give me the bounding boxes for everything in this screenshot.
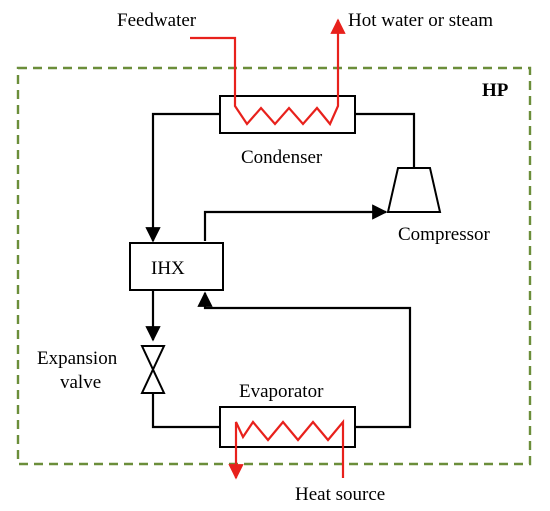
- compressor-shape: [386, 167, 442, 213]
- condenser-label: Condenser: [241, 147, 323, 168]
- feedwater-label: Feedwater: [117, 10, 197, 31]
- heat-source-label: Heat source: [295, 484, 385, 505]
- expansion-valve-label-line2: valve: [60, 372, 101, 393]
- heat-source-stream: [228, 418, 345, 480]
- line-evaporator-to-ihx: [197, 291, 412, 429]
- expansion-valve-shape: [140, 345, 166, 394]
- line-compressor-to-condenser: [355, 112, 416, 168]
- feedwater-stream: [190, 18, 346, 127]
- line-condenser-to-ihx: [145, 112, 220, 243]
- ihx-label: IHX: [151, 258, 185, 279]
- evaporator-label: Evaporator: [239, 381, 324, 402]
- line-ihx-to-compressor: [203, 204, 388, 241]
- ihx-box: [129, 242, 224, 291]
- line-valve-to-evaporator: [151, 394, 220, 429]
- system-boundary-label: HP: [482, 80, 509, 101]
- expansion-valve-label-line1: Expansion: [37, 348, 118, 369]
- hot-water-label: Hot water or steam: [348, 10, 493, 31]
- system-boundary: [16, 66, 532, 466]
- condenser-box: [219, 95, 356, 134]
- compressor-label: Compressor: [398, 224, 491, 245]
